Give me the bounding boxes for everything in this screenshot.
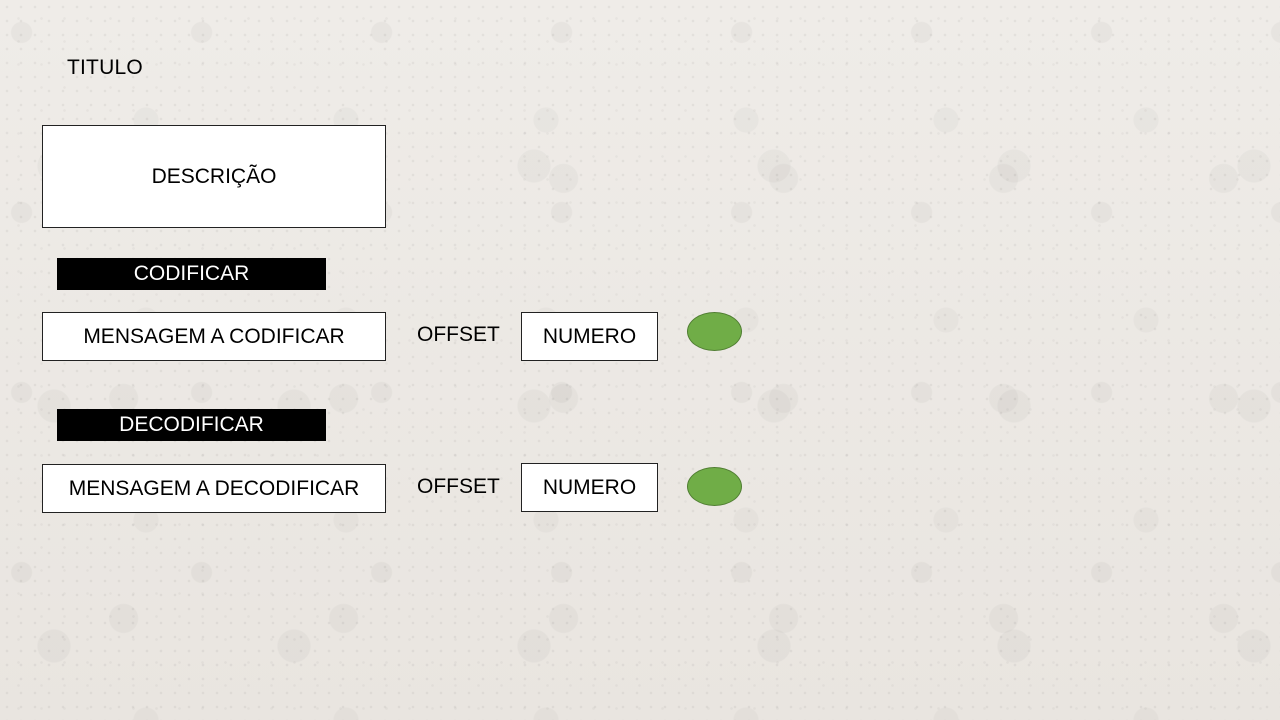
decode-message-input[interactable]: MENSAGEM A DECODIFICAR <box>42 464 386 513</box>
decode-offset-label: OFFSET <box>417 475 500 498</box>
encode-submit-button[interactable] <box>687 312 742 351</box>
encode-offset-placeholder: NUMERO <box>542 324 637 348</box>
decode-section-label: DECODIFICAR <box>119 413 264 436</box>
description-box: DESCRIÇÃO <box>42 125 386 228</box>
encode-message-placeholder: MENSAGEM A CODIFICAR <box>83 324 345 348</box>
decode-offset-placeholder: NUMERO <box>542 475 637 499</box>
page-title: TITULO <box>67 56 143 79</box>
encode-offset-label: OFFSET <box>417 323 500 346</box>
decode-offset-input[interactable]: NUMERO <box>521 463 658 512</box>
decode-submit-button[interactable] <box>687 467 742 506</box>
description-text: DESCRIÇÃO <box>151 164 277 188</box>
decode-message-placeholder: MENSAGEM A DECODIFICAR <box>68 476 360 500</box>
decode-section-button[interactable]: DECODIFICAR <box>57 409 326 441</box>
encode-offset-input[interactable]: NUMERO <box>521 312 658 361</box>
encode-section-button[interactable]: CODIFICAR <box>57 258 326 290</box>
encode-section-label: CODIFICAR <box>133 262 250 285</box>
encode-message-input[interactable]: MENSAGEM A CODIFICAR <box>42 312 386 361</box>
